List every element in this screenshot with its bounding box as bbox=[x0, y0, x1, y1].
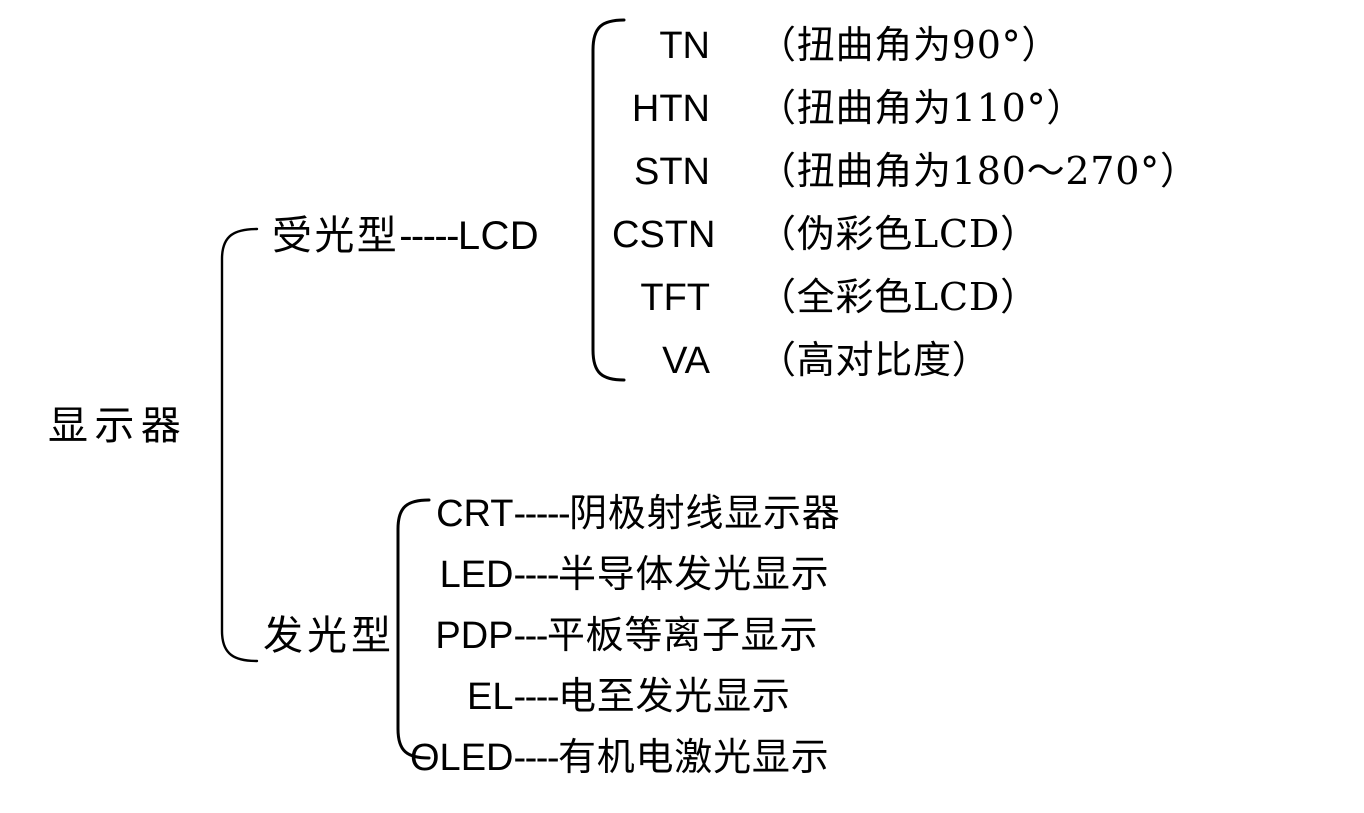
emissive-leaf-connector: ---- bbox=[513, 676, 559, 718]
emissive-leaf-key: OLED bbox=[410, 737, 514, 779]
emissive-leaf: EL----电至发光显示 bbox=[410, 665, 791, 720]
emissive-leaf-connector: ----- bbox=[513, 493, 570, 535]
emissive-leaf-key: LED bbox=[439, 554, 514, 596]
emissive-leaf-desc: 半导体发光显示 bbox=[558, 552, 830, 596]
root-brace bbox=[220, 227, 259, 663]
emissive-leaf-key: EL bbox=[467, 676, 514, 718]
emissive-leaf-connector: ---- bbox=[513, 554, 559, 596]
lcd-leaf-key: TN bbox=[659, 25, 710, 67]
lcd-leaf-row: CSTN （伪彩色LCD） bbox=[612, 203, 1199, 266]
branch-label-prefix: 受光型 bbox=[272, 213, 400, 259]
branch-label-connector: ----- bbox=[399, 214, 459, 258]
emissive-leaf-row: PDP---平板等离子显示 bbox=[410, 604, 840, 665]
emissive-leaf-connector: ---- bbox=[513, 737, 559, 779]
lcd-leaf-row: STN （扭曲角为180〜270°） bbox=[612, 140, 1199, 203]
lcd-leaf-key: STN bbox=[634, 151, 710, 193]
emissive-leaf-key: PDP bbox=[435, 615, 514, 657]
emissive-leaf-desc: 平板等离子显示 bbox=[546, 613, 819, 657]
lcd-leaf-key: CSTN bbox=[612, 214, 716, 256]
lcd-leaf-row: HTN （扭曲角为110°） bbox=[612, 77, 1199, 140]
lcd-leaf-key: VA bbox=[662, 340, 710, 382]
lcd-leaf-desc: （扭曲角为110°） bbox=[758, 86, 1086, 130]
lcd-leaf-list: TN （扭曲角为90°） HTN （扭曲角为110°） STN （扭曲角为180… bbox=[612, 14, 1199, 392]
root-node-label: 显示器 bbox=[48, 403, 188, 449]
emissive-group-brace bbox=[396, 498, 431, 760]
lcd-leaf-desc: （高对比度） bbox=[758, 338, 991, 382]
lcd-leaf-key: HTN bbox=[631, 88, 710, 130]
lcd-leaf-desc: （扭曲角为180〜270°） bbox=[758, 149, 1199, 193]
emissive-leaf: OLED----有机电激光显示 bbox=[410, 726, 829, 781]
emissive-leaf-row: EL----电至发光显示 bbox=[410, 665, 840, 726]
lcd-leaf-desc: （全彩色LCD） bbox=[758, 275, 1039, 319]
emissive-leaf-connector: --- bbox=[513, 615, 548, 657]
emissive-leaf: CRT-----阴极射线显示器 bbox=[410, 482, 840, 537]
emissive-leaf-desc: 电至发光显示 bbox=[558, 674, 791, 718]
emissive-leaf-desc: 有机电激光显示 bbox=[558, 735, 830, 779]
lcd-leaf-row: TN （扭曲角为90°） bbox=[612, 14, 1199, 77]
branch-label-emissive: 发光型 bbox=[263, 613, 395, 659]
emissive-leaf-key: CRT bbox=[436, 493, 514, 535]
lcd-leaf-desc: （伪彩色LCD） bbox=[758, 212, 1039, 256]
lcd-leaf-row: TFT （全彩色LCD） bbox=[612, 266, 1199, 329]
lcd-leaf-row: VA （高对比度） bbox=[612, 329, 1199, 392]
emissive-leaf-row: OLED----有机电激光显示 bbox=[410, 726, 840, 787]
lcd-leaf-desc: （扭曲角为90°） bbox=[758, 23, 1061, 67]
emissive-leaf: PDP---平板等离子显示 bbox=[410, 604, 818, 659]
lcd-group-brace bbox=[591, 18, 626, 382]
lcd-leaf-key: TFT bbox=[640, 277, 710, 319]
emissive-leaf-desc: 阴极射线显示器 bbox=[569, 491, 841, 535]
emissive-leaf-row: CRT-----阴极射线显示器 bbox=[410, 482, 840, 543]
emissive-leaf: LED----半导体发光显示 bbox=[410, 543, 829, 598]
branch-label-suffix: LCD bbox=[457, 214, 540, 258]
branch-label-light-receiving: 受光型-----LCD bbox=[272, 216, 539, 256]
emissive-leaf-list: CRT-----阴极射线显示器 LED----半导体发光显示 PDP---平板等… bbox=[410, 482, 840, 787]
emissive-leaf-row: LED----半导体发光显示 bbox=[410, 543, 840, 604]
